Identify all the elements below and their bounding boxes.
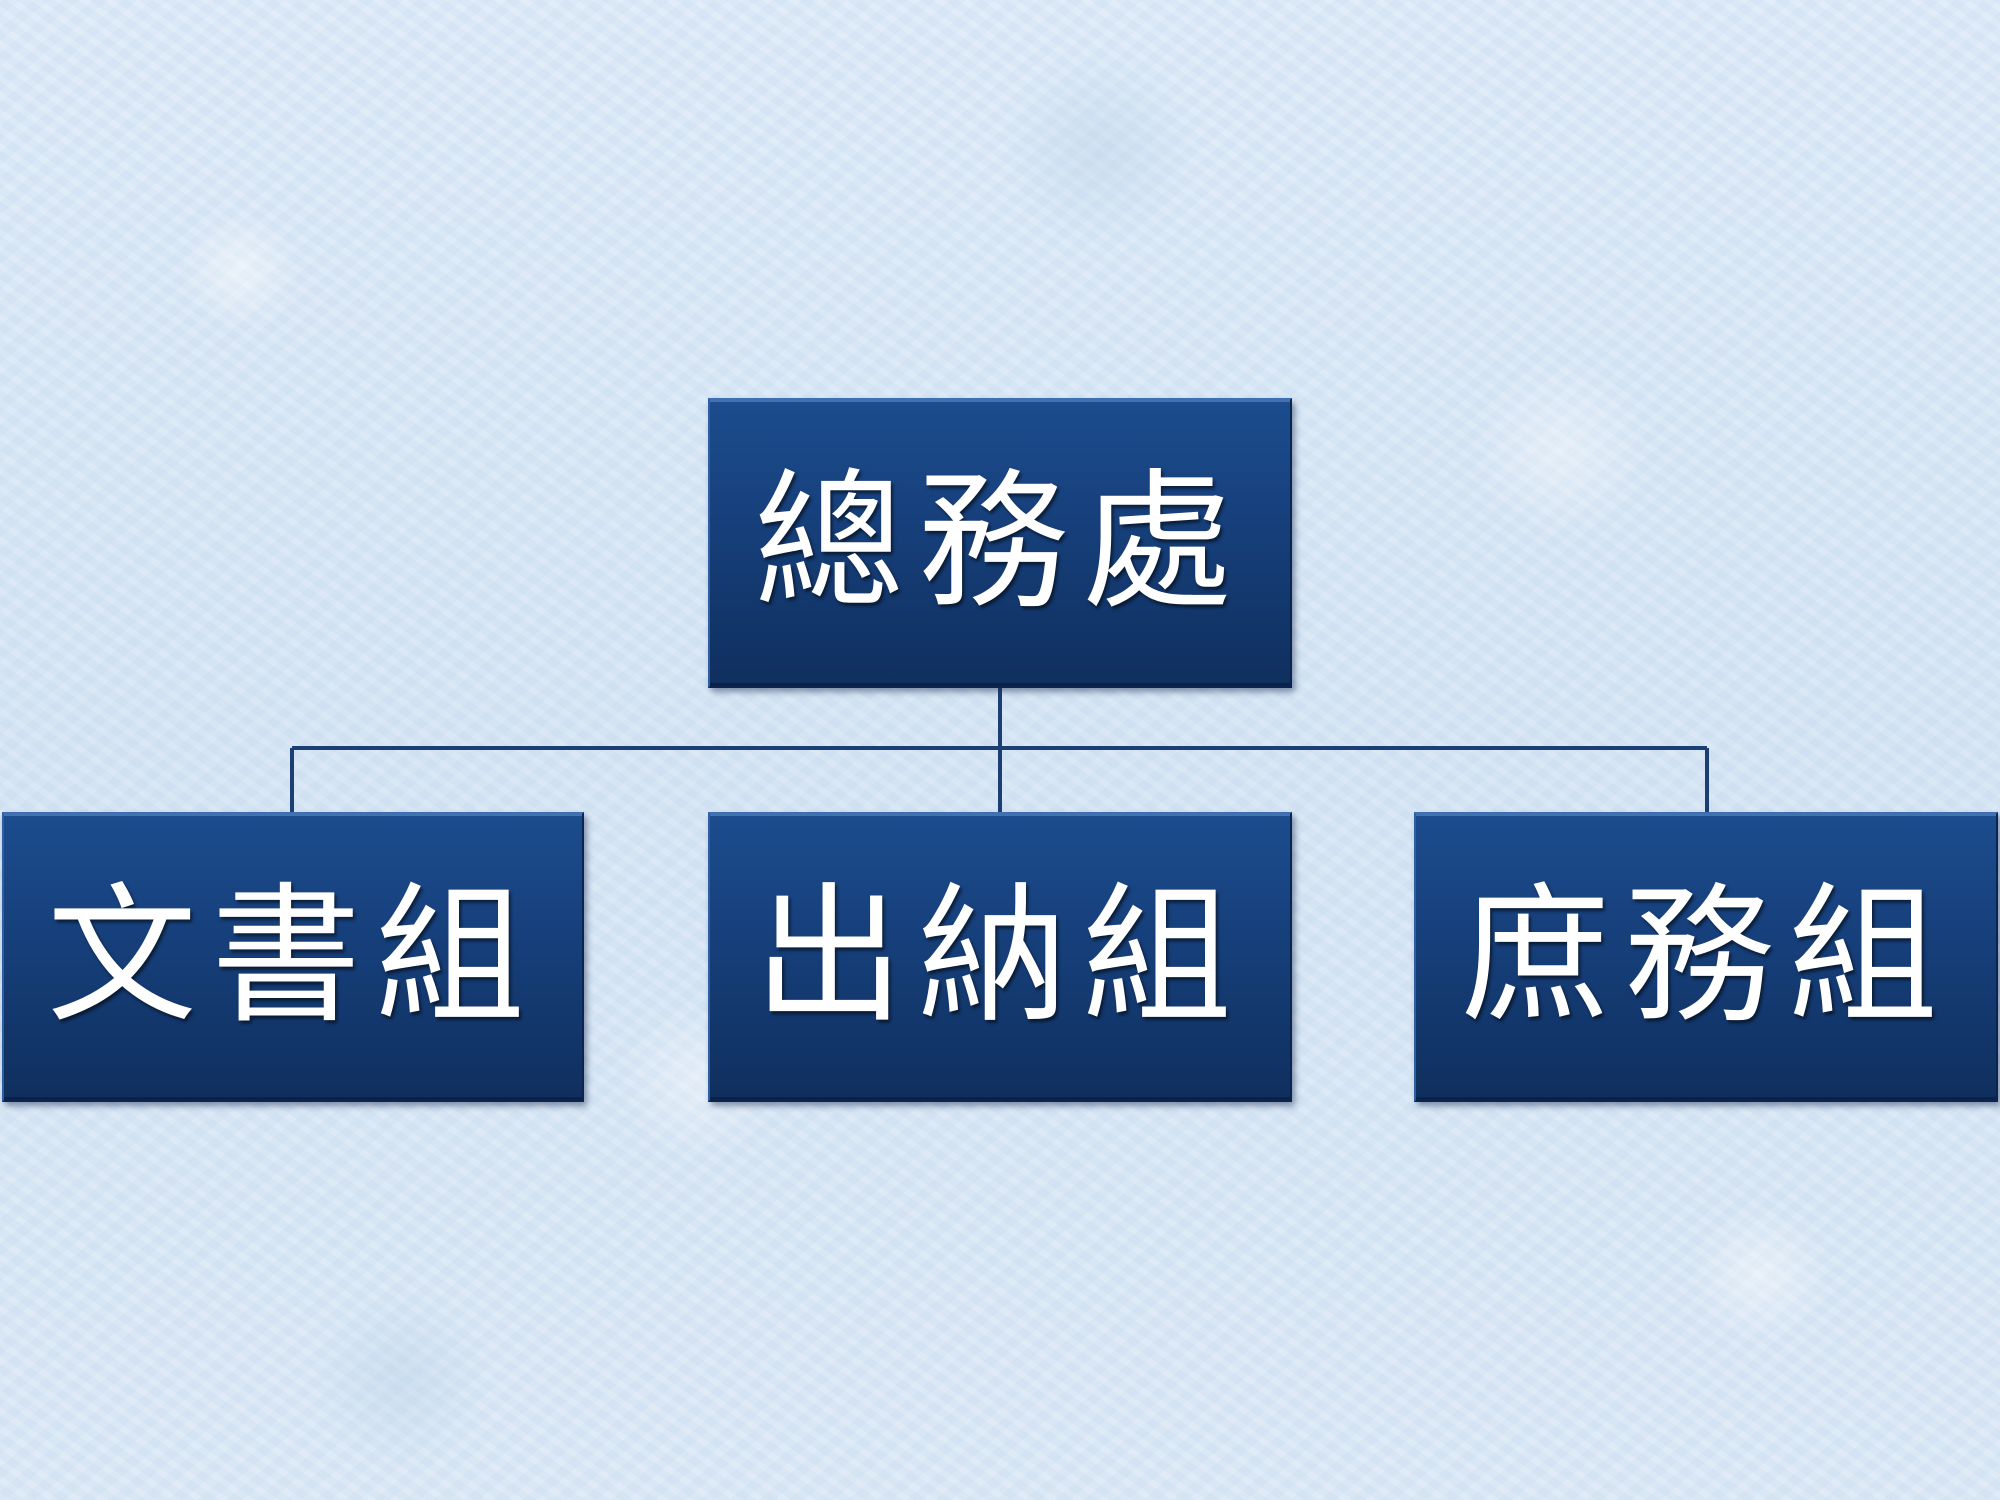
org-node-child-right[interactable]: 庶務組 — [1414, 812, 1998, 1102]
org-node-child-left[interactable]: 文書組 — [2, 812, 584, 1102]
org-node-child-left-label: 文書組 — [46, 870, 539, 1044]
org-node-child-right-label: 庶務組 — [1459, 870, 1952, 1044]
org-node-child-center-label: 出納組 — [753, 870, 1246, 1044]
org-node-root-label: 總務處 — [753, 456, 1246, 630]
org-node-child-center[interactable]: 出納組 — [708, 812, 1292, 1102]
org-node-root[interactable]: 總務處 — [708, 398, 1292, 688]
